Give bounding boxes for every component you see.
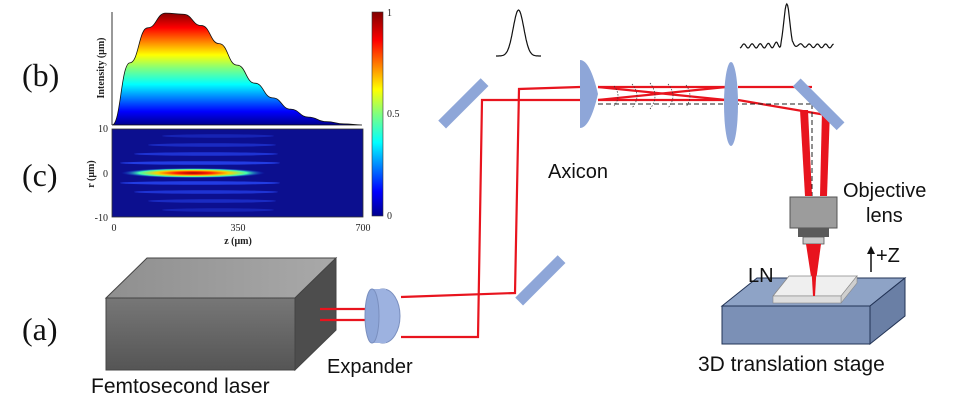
heatmap-y-label: r (μm) — [86, 160, 97, 187]
stage-front-face — [721, 305, 871, 345]
heatmap-side-lobe — [120, 181, 280, 185]
mirror-upper-right — [792, 78, 845, 131]
field-heatmap: 10 0 -10 0 350 700 z (μm) r (μm) — [86, 124, 371, 247]
stage-label: 3D translation stage — [698, 353, 885, 376]
laser-label: Femtosecond laser — [91, 375, 270, 398]
heatmap-side-lobe — [162, 208, 274, 212]
sample-front — [772, 295, 842, 304]
translation-stage — [720, 276, 907, 346]
heatmap-side-lobe — [148, 199, 276, 203]
panel-label-b: (b) — [22, 57, 59, 93]
x-tick-start: 0 — [112, 223, 117, 234]
bessel-profile-icon — [739, 2, 834, 49]
colorbar-tick-1: 1 — [387, 8, 392, 19]
axicon-label: Axicon — [548, 161, 608, 183]
objective-label-line2: lens — [866, 205, 903, 227]
z-axis-label: +Z — [876, 245, 900, 267]
heatmap-x-label: z (μm) — [224, 236, 252, 247]
axicon — [580, 60, 598, 128]
optical-axis — [598, 103, 813, 196]
objective-lens — [789, 196, 838, 245]
heatmap-side-lobes — [120, 134, 280, 212]
expander — [364, 288, 401, 344]
z-axis-arrow — [867, 246, 875, 272]
focused-beam — [800, 110, 830, 196]
expander-front — [364, 288, 380, 344]
focal-spot — [811, 262, 817, 296]
heatmap-frame — [111, 128, 364, 218]
colorbar-tick-0: 0 — [387, 211, 392, 222]
y-tick-bottom: -10 — [95, 213, 108, 224]
collimating-lens — [724, 62, 738, 146]
gaussian-profile-icon — [496, 9, 541, 57]
bessel-zone-wavefronts — [613, 82, 691, 110]
colorbar: 1 0.5 0 — [371, 8, 400, 222]
intensity-plot: Intensity (μm) — [96, 12, 363, 126]
heatmap-side-lobe — [134, 190, 278, 194]
expander-label: Expander — [327, 356, 413, 378]
colorbar-gradient — [371, 11, 384, 217]
objective-collar — [798, 228, 829, 237]
x-tick-end: 700 — [356, 223, 371, 234]
heatmap-central-lobe — [121, 168, 265, 178]
heatmap-side-lobe — [148, 143, 276, 147]
objective-tip — [802, 236, 825, 245]
laser-beam-path — [320, 85, 827, 339]
y-tick-top: 10 — [98, 124, 108, 135]
panel-label-a: (a) — [22, 311, 58, 347]
intensity-y-label: Intensity (μm) — [96, 38, 107, 99]
x-tick-mid: 350 — [231, 223, 246, 234]
y-tick-mid: 0 — [103, 169, 108, 180]
heatmap-side-lobe — [120, 161, 280, 165]
femtosecond-laser — [104, 256, 338, 372]
laser-front-face — [105, 297, 296, 371]
objective-label-line1: Objective — [843, 180, 926, 202]
colorbar-tick-0-5: 0.5 — [387, 109, 400, 120]
arrow-up-icon — [867, 246, 875, 254]
heatmap-side-lobe — [134, 152, 278, 156]
intensity-area — [111, 12, 363, 126]
mirror-middle — [438, 78, 489, 129]
objective-body — [789, 196, 838, 229]
panel-label-c: (c) — [22, 157, 58, 193]
mirror-lower — [515, 255, 566, 306]
sample-label: LN — [748, 265, 774, 287]
heatmap-side-lobe — [162, 134, 274, 138]
